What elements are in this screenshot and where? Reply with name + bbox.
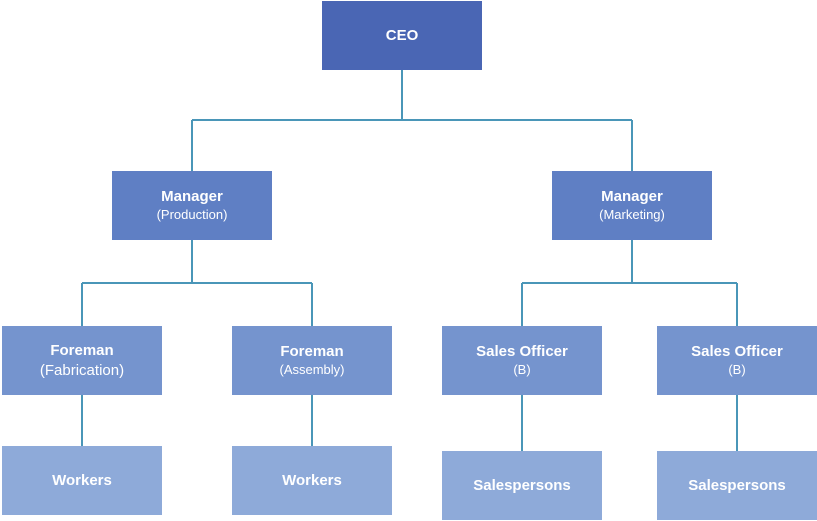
sales-officer-2-title: Sales Officer bbox=[691, 343, 783, 361]
manager-production-box[interactable]: Manager (Production) bbox=[112, 171, 272, 240]
salespersons-2-box[interactable]: Salespersons bbox=[657, 451, 817, 520]
manager-marketing-box[interactable]: Manager (Marketing) bbox=[552, 171, 712, 240]
sales-officer-2-subtitle: (B) bbox=[728, 361, 746, 377]
workers-2-box[interactable]: Workers bbox=[232, 446, 392, 515]
salespersons-1-box[interactable]: Salespersons bbox=[442, 451, 602, 520]
connector-production-foremen bbox=[81, 240, 313, 326]
ceo-title: CEO bbox=[385, 26, 419, 44]
foreman-fabrication-box[interactable]: Foreman (Fabrication) bbox=[2, 326, 162, 395]
connector-ceo-managers bbox=[191, 70, 633, 171]
foreman-assembly-title: Foreman bbox=[280, 343, 344, 361]
connector-marketing-officers bbox=[521, 240, 738, 326]
sales-officer-1-box[interactable]: Sales Officer (B) bbox=[442, 326, 602, 395]
workers-1-title: Workers bbox=[52, 471, 112, 489]
manager-production-subtitle: (Production) bbox=[156, 206, 228, 222]
sales-officer-1-subtitle: (B) bbox=[513, 361, 531, 377]
foreman-assembly-box[interactable]: Foreman (Assembly) bbox=[232, 326, 392, 395]
foreman-fabrication-title: Foreman bbox=[50, 342, 114, 360]
salespersons-1-title: Salespersons bbox=[473, 476, 571, 494]
ceo-box[interactable]: CEO bbox=[322, 1, 482, 70]
sales-officer-1-title: Sales Officer bbox=[476, 343, 568, 361]
workers-1-box[interactable]: Workers bbox=[2, 446, 162, 515]
sales-officer-2-box[interactable]: Sales Officer (B) bbox=[657, 326, 817, 395]
manager-marketing-title: Manager bbox=[601, 188, 663, 206]
manager-marketing-subtitle: (Marketing) bbox=[599, 206, 665, 222]
salespersons-2-title: Salespersons bbox=[688, 476, 786, 494]
manager-production-title: Manager bbox=[161, 188, 223, 206]
workers-2-title: Workers bbox=[282, 471, 342, 489]
foreman-fabrication-subtitle: (Fabrication) bbox=[39, 361, 125, 379]
foreman-assembly-subtitle: (Assembly) bbox=[279, 361, 345, 377]
